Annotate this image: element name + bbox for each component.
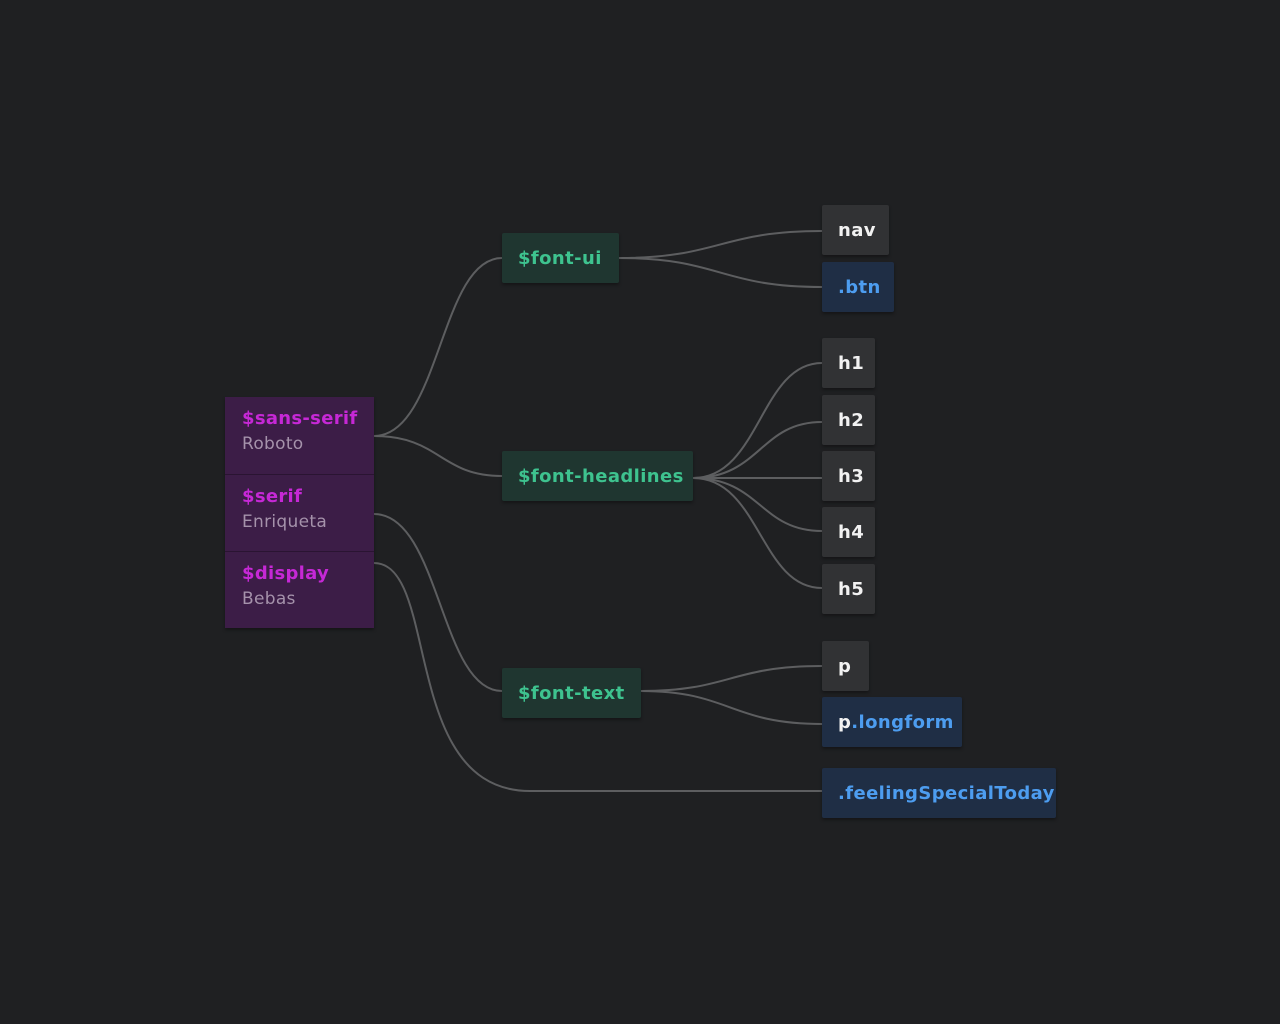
font-variable-label: $display xyxy=(242,563,330,584)
selector-node-p-longform[interactable]: p.longform xyxy=(822,697,962,747)
selector-node-h4[interactable]: h4 xyxy=(822,507,875,557)
connector-headlines-to-h5 xyxy=(692,477,823,589)
font-item-display[interactable]: $display Bebas xyxy=(225,551,374,628)
variable-node-font-text[interactable]: $font-text xyxy=(502,668,641,718)
font-family-label: Bebas xyxy=(242,589,296,609)
connector-display-to-feeling xyxy=(373,562,822,792)
connector-font-text-to-p-longform xyxy=(640,690,823,725)
font-family-label: Enriqueta xyxy=(242,512,328,532)
connector-sans-serif-to-font-ui xyxy=(373,257,503,437)
selector-node-p[interactable]: p xyxy=(822,641,869,691)
selector-class-label: .longform xyxy=(851,711,954,733)
connector-font-ui-to-btn xyxy=(618,257,823,288)
font-item-sans-serif[interactable]: $sans-serif Roboto xyxy=(225,397,374,474)
font-item-serif[interactable]: $serif Enriqueta xyxy=(225,474,374,551)
connector-font-ui-to-nav xyxy=(618,230,823,259)
selector-node-h3[interactable]: h3 xyxy=(822,451,875,501)
font-family-label: Roboto xyxy=(242,434,304,454)
selector-node-btn[interactable]: .btn xyxy=(822,262,894,312)
selector-node-h5[interactable]: h5 xyxy=(822,564,875,614)
font-variable-label: $serif xyxy=(242,486,303,507)
variable-node-font-headlines[interactable]: $font-headlines xyxy=(502,451,693,501)
connector-serif-to-font-text xyxy=(373,513,503,692)
connector-headlines-to-h1 xyxy=(692,362,823,479)
font-stack-panel: $sans-serif Roboto $serif Enriqueta $dis… xyxy=(225,397,374,628)
connector-font-text-to-p xyxy=(640,665,823,692)
font-variable-label: $sans-serif xyxy=(242,408,358,429)
connector-headlines-to-h2 xyxy=(692,421,823,479)
selector-node-h1[interactable]: h1 xyxy=(822,338,875,388)
connector-sans-serif-to-font-headlines xyxy=(373,435,503,477)
selector-tag-label: p xyxy=(838,711,852,733)
selector-node-nav[interactable]: nav xyxy=(822,205,889,255)
selector-node-feeling-special-today[interactable]: .feelingSpecialToday xyxy=(822,768,1056,818)
variable-node-font-ui[interactable]: $font-ui xyxy=(502,233,619,283)
selector-node-h2[interactable]: h2 xyxy=(822,395,875,445)
connector-headlines-to-h4 xyxy=(692,477,823,532)
